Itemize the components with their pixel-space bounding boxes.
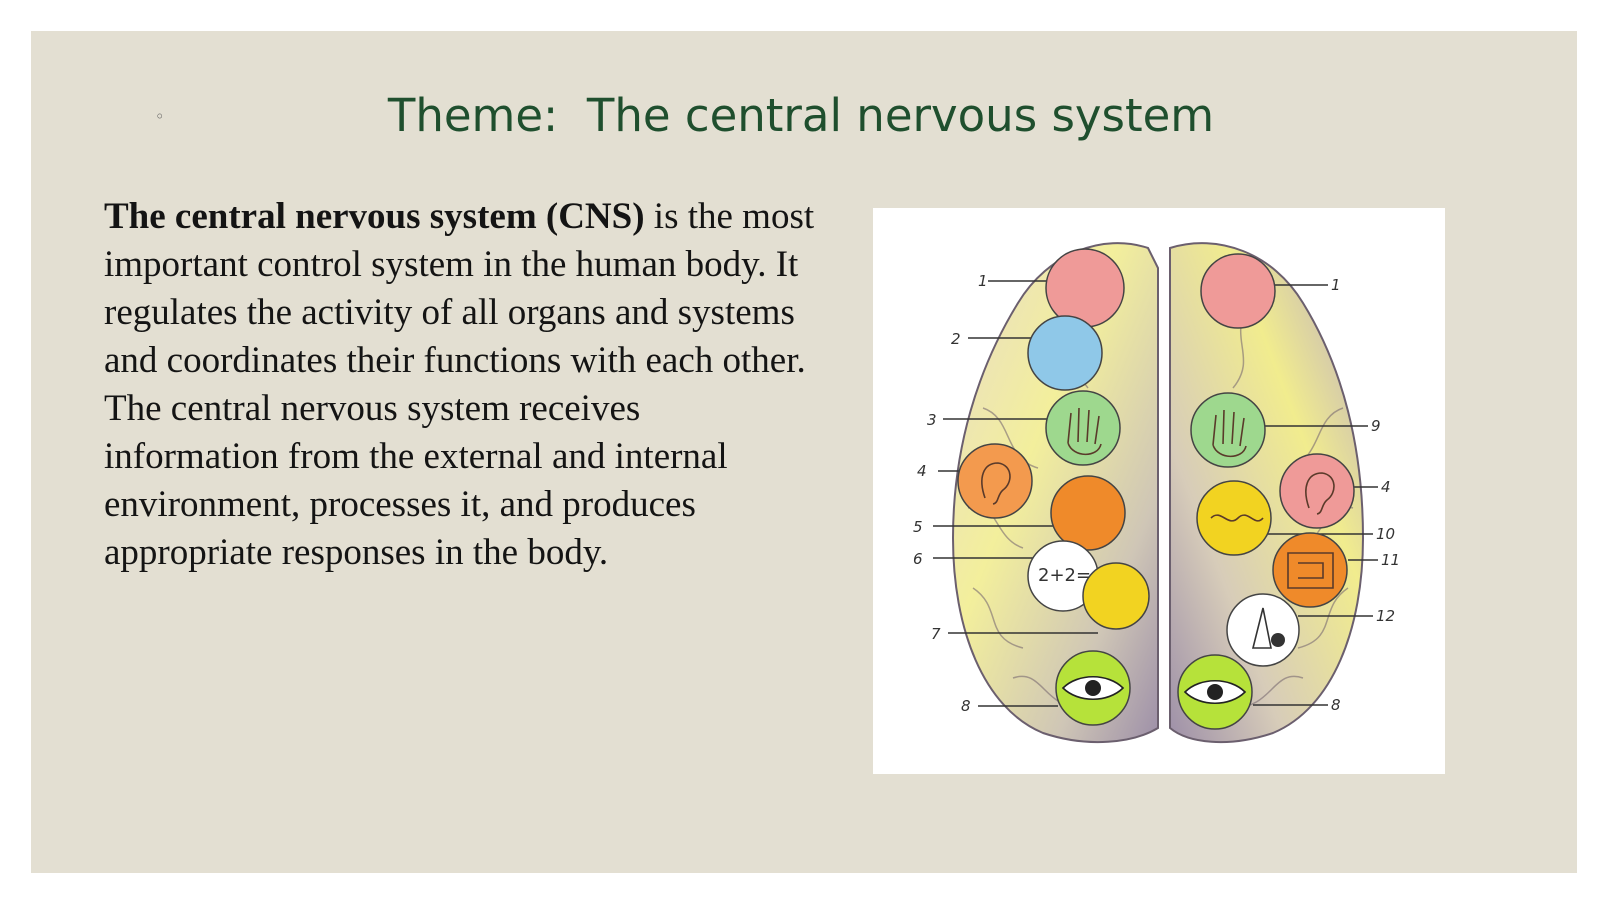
left-label-3: 3	[927, 411, 937, 429]
left-label-4: 4	[917, 462, 927, 480]
left-circle-3	[1045, 390, 1121, 466]
maze-icon	[1287, 552, 1334, 589]
right-eye-icon	[1183, 680, 1247, 704]
right-label-11: 11	[1381, 551, 1400, 569]
right-circle-10	[1196, 480, 1272, 556]
slide: ◦ Theme: The central nervous system The …	[31, 31, 1577, 873]
right-circle-1	[1200, 253, 1276, 329]
left-label-1: 1	[978, 272, 988, 290]
left-hand-icon	[1067, 407, 1102, 456]
body-bold-lead: The central nervous system (CNS)	[104, 196, 645, 237]
right-ear-icon	[1305, 472, 1335, 515]
right-circle-9	[1190, 392, 1266, 468]
circle-icons	[981, 407, 1335, 589]
right-circle-11	[1272, 532, 1348, 608]
figure-icon	[1251, 607, 1272, 649]
left-label-6: 6	[913, 550, 923, 568]
left-label-8: 8	[961, 697, 971, 715]
left-label-5: 5	[913, 518, 923, 536]
left-circle-7	[1082, 562, 1150, 630]
body-paragraph: The central nervous system (CNS) is the …	[104, 193, 824, 577]
left-circle-1	[1045, 248, 1125, 328]
left-label-2: 2	[951, 330, 961, 348]
wave-icon	[1210, 514, 1264, 522]
right-label-10: 10	[1376, 525, 1395, 543]
math-text: 2+2=	[1038, 565, 1091, 586]
title-bullet: ◦	[155, 107, 165, 126]
right-label-1: 1	[1331, 276, 1341, 294]
right-label-8: 8	[1331, 696, 1341, 714]
slide-title: Theme: The central nervous system	[387, 89, 1215, 142]
left-circle-5	[1050, 475, 1126, 551]
right-circle-4	[1279, 453, 1355, 529]
right-hand-icon	[1212, 409, 1247, 458]
left-circle-2	[1027, 315, 1103, 391]
body-text: is the most important control system in …	[104, 196, 815, 573]
right-label-12: 12	[1376, 607, 1395, 625]
left-ear-icon	[981, 462, 1011, 505]
left-circle-4	[957, 443, 1033, 519]
right-circle-12	[1226, 593, 1300, 667]
left-label-7: 7	[931, 625, 941, 643]
brain-diagram: 2+2= 1 2 3 4 5 6 7 8 1 9 4 10 11 12 8	[873, 208, 1445, 774]
right-label-9: 9	[1371, 417, 1381, 435]
right-hemisphere	[1169, 242, 1365, 743]
right-label-4: 4	[1381, 478, 1391, 496]
left-eye-icon	[1061, 676, 1125, 700]
